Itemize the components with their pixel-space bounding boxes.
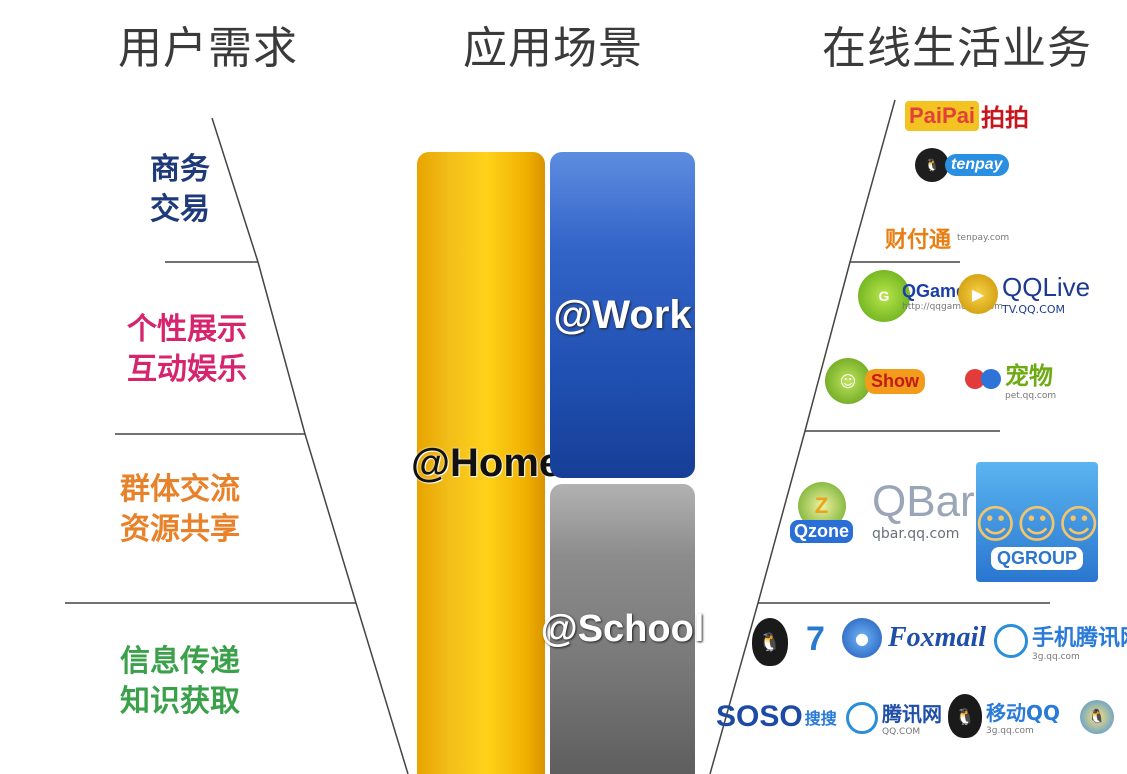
qq-7-icon: 7 xyxy=(806,620,825,658)
paipai-logo: PaiPai 拍拍 xyxy=(905,98,1029,133)
need-personal-entertainment: 个性展示互动娱乐 xyxy=(127,312,247,387)
need-group-communication: 群体交流资源共享 xyxy=(120,472,240,547)
header-application-scenes: 应用场景 xyxy=(463,23,643,74)
qgame-logo: G QGame http://qqgame.qq.com xyxy=(858,270,1003,322)
scene-school-block: @School xyxy=(541,484,704,774)
qbar-logo: QBar qbar.qq.com xyxy=(872,477,975,543)
scene-home-label: @Home xyxy=(411,440,562,485)
mobile-qq-app-logo: 🐧 移动QQ 3g.qq.com xyxy=(948,694,1060,738)
qq-penguin-icon: 🐧 xyxy=(752,618,788,666)
scene-home-block: @Home xyxy=(411,152,561,774)
scene-school-label: @School xyxy=(540,607,705,650)
need-information-knowledge: 信息传递知识获取 xyxy=(120,644,240,719)
mobile-qq-logo: 手机腾讯网 3g.qq.com xyxy=(994,620,1127,662)
scene-work-label: @Work xyxy=(553,292,692,337)
tenpay-logo: 🐧 tenpay xyxy=(915,148,1009,182)
qqlive-logo: ▶ QQLive TV.QQ.COM xyxy=(958,272,1090,316)
header-online-services: 在线生活业务 xyxy=(822,23,1092,74)
header-user-needs: 用户需求 xyxy=(118,23,298,74)
scene-work-block: @Work xyxy=(550,152,695,478)
qq-globe-icon: 🐧 xyxy=(1080,700,1114,734)
qzone-logo: Z Qzone xyxy=(790,482,854,543)
qgroup-logo: ☺☺☺ QGROUP xyxy=(974,462,1100,582)
need-business-trade: 商务交易 xyxy=(150,152,210,227)
caifutong-logo: 财付通 tenpay.com xyxy=(885,228,1010,253)
soso-logo: SOSO 搜搜 xyxy=(716,700,837,733)
foxmail-logo: ● Foxmail xyxy=(842,618,986,658)
qqpet-logo: 宠物 pet.qq.com xyxy=(965,356,1056,401)
qqcom-logo: 腾讯网 QQ.COM xyxy=(846,698,942,737)
qqshow-logo: ☺ Show xyxy=(825,358,925,404)
